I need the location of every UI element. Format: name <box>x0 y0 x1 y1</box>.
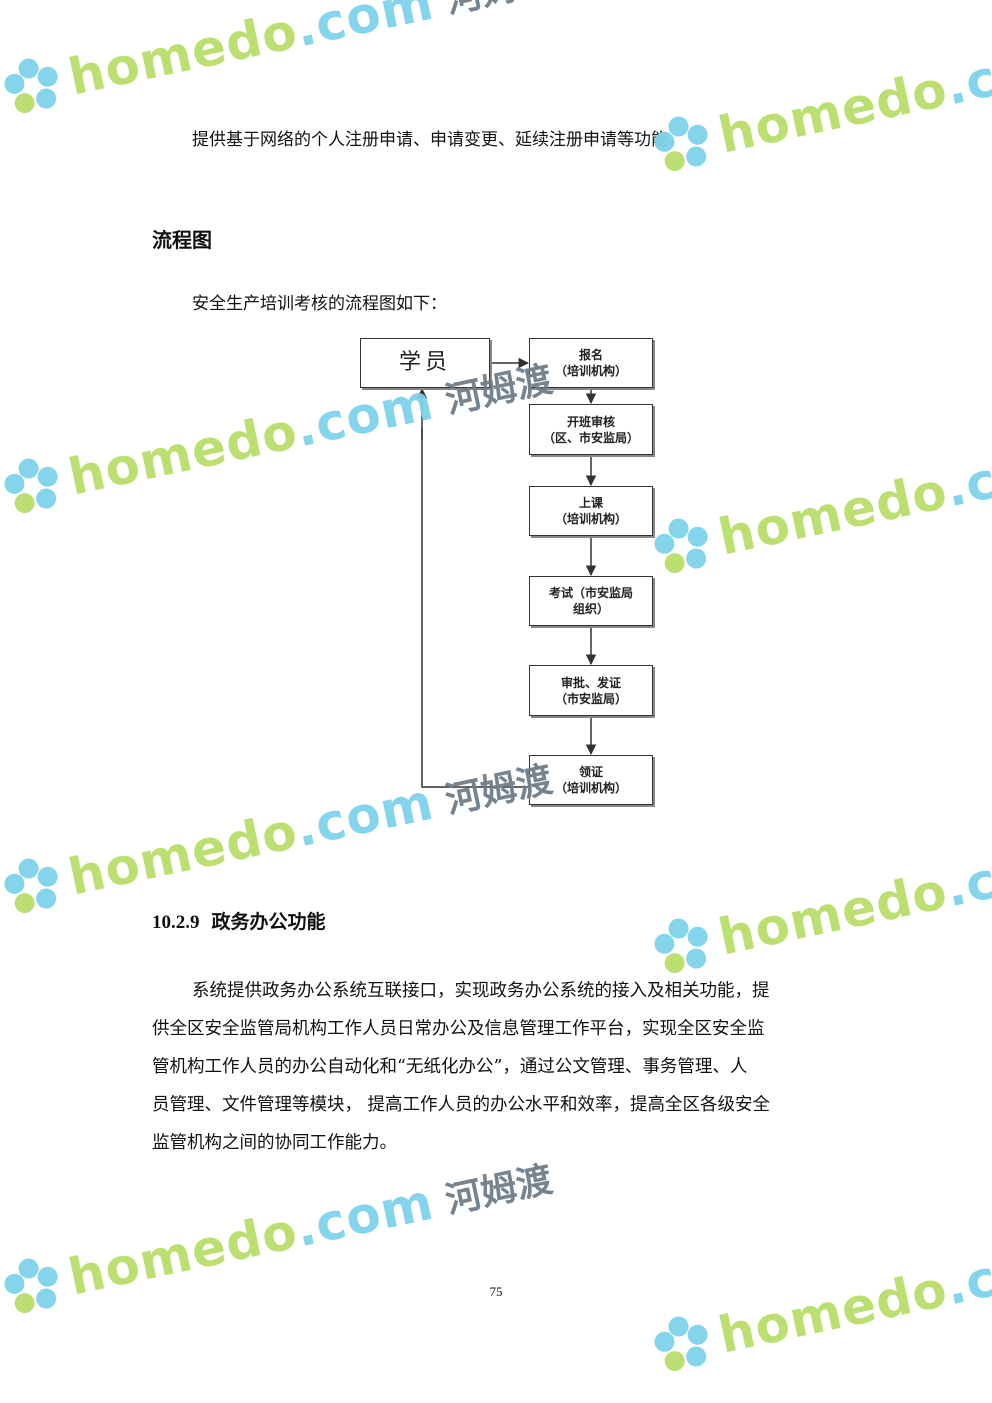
flow-box-attend-class: 上课 （培训机构） <box>529 486 653 536</box>
flower-logo-icon <box>4 858 58 914</box>
flow-box-exam: 考试（市安监局 组织） <box>529 576 653 626</box>
flow-box-sublabel: （培训机构） <box>554 512 627 526</box>
watermark-right-top: homedo.com <box>643 27 992 184</box>
flow-box-label: 考试（市安监局 <box>548 586 633 600</box>
flower-logo-icon <box>654 518 708 574</box>
watermark-cn: 河姆渡 <box>442 0 556 22</box>
flow-box-label: 领证 <box>578 765 603 779</box>
flow-box-approve-issue: 审批、发证 （市安监局） <box>529 665 653 716</box>
watermark-cn: 河姆渡 <box>441 1159 557 1222</box>
flow-intro: 安全生产培训考核的流程图如下： <box>192 294 447 314</box>
flow-box-sublabel: （市安监局） <box>554 691 627 706</box>
section-body-line-5: 监管机构之间的协同工作能力。 <box>152 1133 397 1153</box>
flow-box-sublabel: （培训机构） <box>554 364 627 378</box>
flow-box-label: 开班审核 <box>566 414 615 429</box>
flow-box-class-review: 开班审核 （区、市安监局） <box>529 404 653 455</box>
flow-box-label: 报名 <box>578 348 603 362</box>
flow-box-student: 学员 <box>360 338 490 388</box>
flower-logo-icon <box>654 1316 708 1372</box>
flow-box-label: 上课 <box>578 496 603 510</box>
flower-logo-icon <box>4 458 58 514</box>
watermark-brand: homedo.com <box>713 30 992 165</box>
flow-box-sublabel: 组织） <box>572 602 609 616</box>
section-body-line-2: 供全区安全监管局机构工作人员日常办公及信息管理工作平台，实现全区安全监 <box>152 1019 765 1039</box>
flow-heading: 流程图 <box>152 228 212 252</box>
intro-paragraph: 提供基于网络的个人注册申请、申请变更、延续注册申请等功能。 <box>192 130 685 150</box>
section-body-line-4: 员管理、文件管理等模块， 提高工作人员的办公水平和效率，提高全区各级安全 <box>152 1095 771 1115</box>
watermark-brand: homedo.com <box>63 0 439 107</box>
flow-box-sublabel: （区、市安监局） <box>542 430 639 445</box>
watermark-brand: homedo.com <box>63 372 439 507</box>
section-body-line-1: 系统提供政务办公系统互联接口，实现政务办公系统的接入及相关功能，提 <box>192 981 770 1001</box>
watermark-brand: homedo.com <box>713 432 992 567</box>
section-body-line-3: 管机构工作人员的办公自动化和“无纸化办公”，通过公文管理、事务管理、人 <box>152 1057 748 1077</box>
watermark-brand: homedo.com <box>713 832 992 967</box>
section-number: 10.2.9 <box>152 912 200 933</box>
watermark-left-top: homedo.com 河姆渡 <box>0 0 558 125</box>
watermark-right-mid: homedo.com <box>643 429 992 586</box>
flow-box-collect-cert: 领证 （培训机构） <box>529 755 653 805</box>
arrow-return-to-student <box>421 428 529 788</box>
flower-logo-icon <box>4 58 58 114</box>
flow-box-label: 审批、发证 <box>560 675 621 690</box>
flow-box-sublabel: （培训机构） <box>554 781 627 795</box>
section-heading: 10.2.9 政务办公功能 <box>152 907 326 934</box>
page-number: 75 <box>489 1284 503 1299</box>
flow-box-signup: 报名 （培训机构） <box>529 338 653 388</box>
watermark-left-low: homedo.com 河姆渡 <box>0 744 558 926</box>
watermark-right-low: homedo.com <box>643 829 992 986</box>
watermark-right-bottom: homedo.com <box>643 1227 992 1384</box>
flow-box-student-label: 学员 <box>398 350 451 375</box>
watermark-brand: homedo.com <box>63 772 439 907</box>
section-title: 政务办公功能 <box>211 911 326 933</box>
